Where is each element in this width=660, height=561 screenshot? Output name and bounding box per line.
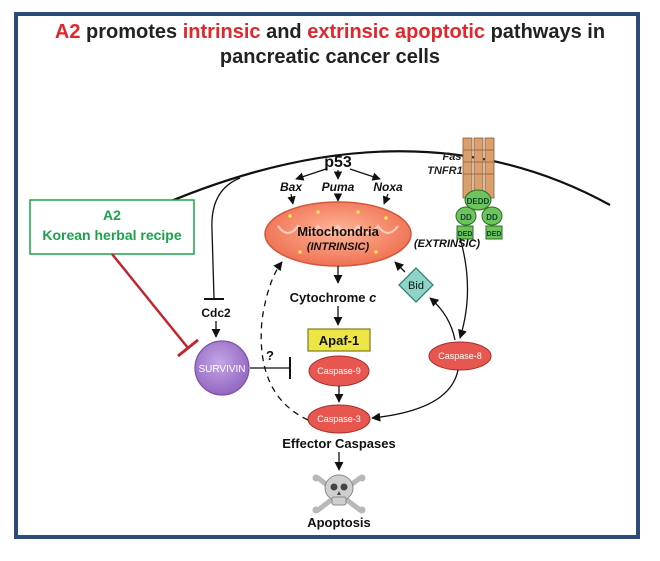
bid-label: Bid [408,280,424,292]
mitochondria-label: Mitochondria [297,224,379,239]
a2-label: A2 [103,207,121,223]
bid-diamond [398,267,434,303]
figure-frame [14,12,640,539]
bax-to-mito-arrow [287,193,296,205]
mito-granule [298,250,302,254]
title-and: and [266,21,302,43]
intrinsic-label: (INTRINSIC) [307,241,370,253]
p53-to-bax-arrow [295,168,327,181]
title-a2: A2 [54,21,81,43]
extrinsic-label: (EXTRINSIC) [414,238,480,250]
title-extrinsic-apoptotic: extrinsic apoptotic [307,21,486,43]
title-pathways-in: pathways in [490,21,606,43]
survivin-circle [194,340,250,396]
dd-domain-left [455,206,477,226]
mito-granule [384,216,388,220]
caspase3-feedback-dashed-arrow [260,261,309,421]
caspase8-ellipse [428,341,492,371]
fas-label: Fas [443,151,462,163]
caspase3-ellipse [307,404,371,434]
p53-to-noxa-arrow [349,168,381,181]
caspase9-label: Caspase-9 [317,366,361,376]
caspase8-label: Caspase-8 [438,351,482,361]
bid-to-mito-arrow [394,261,406,273]
ded-label-right: DED [487,231,502,238]
dedd-label: DEDD [467,197,490,206]
cell-membrane [149,150,611,212]
a2-inhibition-line [111,253,189,349]
skull-crossbones-icon [312,474,366,514]
dd-label-right: DD [486,213,498,222]
mito-granule [356,210,360,214]
a2-inhibition-bar [177,338,199,358]
caspase8-to-caspase3-arrow [371,369,459,422]
apaf1-box [307,328,371,352]
puma-label: Puma [322,180,355,194]
mito-granule [288,214,292,218]
mito-granule [316,210,320,214]
caspase3-label: Caspase-3 [317,414,361,424]
apoptosis-label: Apoptosis [307,515,371,530]
title-intrinsic: intrinsic [182,21,261,43]
ded-label-left: DED [458,231,473,238]
dd-label-left: DD [460,213,472,222]
bax-label: Bax [280,180,303,194]
p53-label: p53 [324,154,352,171]
ded-domain-right [485,225,503,240]
ded-domain-left [456,225,474,240]
cytochrome-c-label: Cytochrome c [290,290,377,305]
tnfr1-label: TNFR1 [427,165,462,177]
question-mark: ? [266,348,274,363]
p53-cdc2-inhibition-line [211,177,241,299]
title-line2: pancreatic cancer cells [219,46,441,68]
a2-box [29,199,195,255]
mito-granule [374,250,378,254]
apaf1-label: Apaf-1 [319,333,359,348]
noxa-to-mito-arrow [382,193,391,205]
a2-subtitle: Korean herbal recipe [42,227,181,243]
effector-caspases-label: Effector Caspases [282,436,395,451]
receptor-to-caspase8-arrow [458,237,469,339]
dedd-domain [464,189,492,211]
dd-domain-right [481,206,503,226]
cdc2-label: Cdc2 [201,306,231,320]
mitochondria-cristae [277,224,399,234]
fas-tnfr1-receptor [462,137,495,199]
figure-title: A2 promotes intrinsic and extrinsic apop… [0,20,660,70]
caspase8-to-bid-arrow [429,297,456,341]
noxa-label: Noxa [373,180,403,194]
title-promotes: promotes [86,21,178,43]
survivin-label: SURVIVIN [198,364,245,375]
